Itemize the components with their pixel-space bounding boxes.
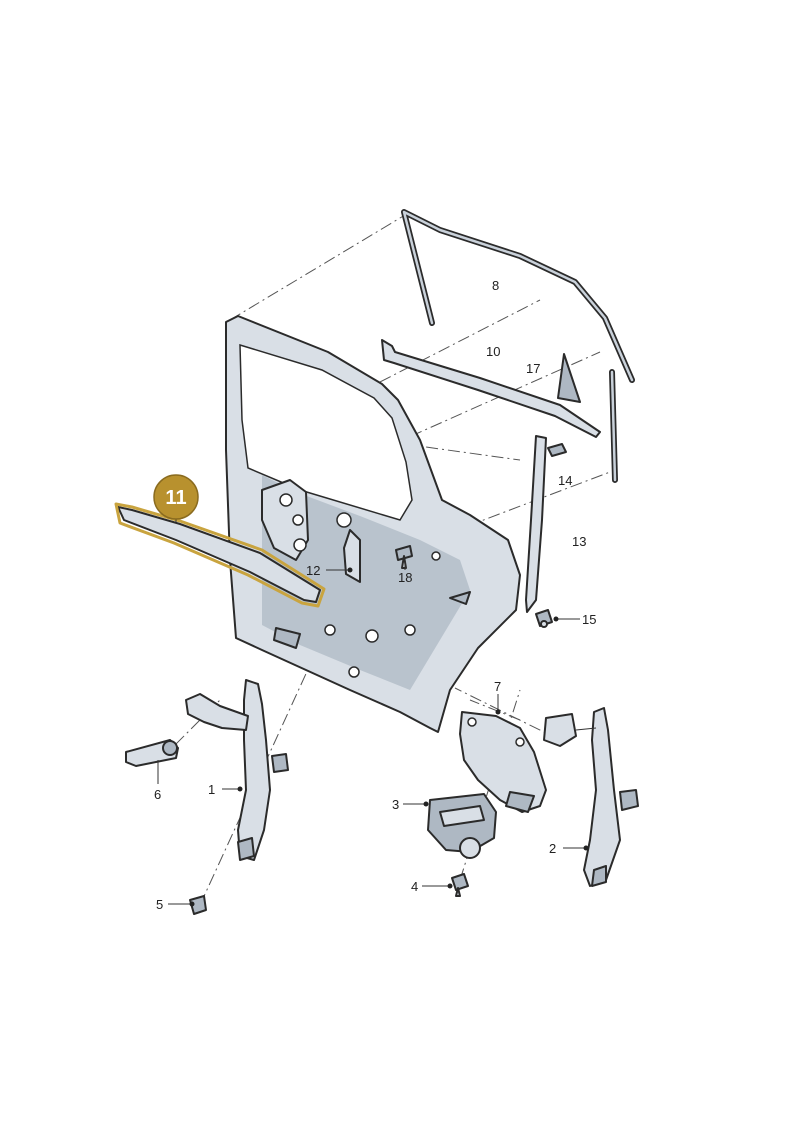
screw-5 bbox=[189, 895, 207, 915]
callout-6: 6 bbox=[154, 787, 161, 802]
callout-2: 2 bbox=[549, 841, 556, 856]
highlight-badge: 11 bbox=[153, 474, 199, 520]
highlight-badge-label: 11 bbox=[165, 487, 186, 509]
callout-labels: 1 2 3 4 5 6 7 8 10 12 13 14 15 17 18 bbox=[154, 278, 596, 912]
window-motor-3 bbox=[427, 793, 497, 859]
callout-8: 8 bbox=[492, 278, 499, 293]
callout-17: 17 bbox=[526, 361, 540, 376]
callout-13: 13 bbox=[572, 534, 586, 549]
callout-15: 15 bbox=[582, 612, 596, 627]
callout-10: 10 bbox=[486, 344, 500, 359]
screw-4 bbox=[451, 873, 469, 897]
regulator-housing-7 bbox=[459, 711, 547, 813]
callout-14: 14 bbox=[558, 473, 572, 488]
callout-4: 4 bbox=[411, 879, 418, 894]
seal-strip-11 bbox=[114, 502, 326, 608]
window-regulator-rail-1 bbox=[185, 679, 289, 861]
screw-18 bbox=[395, 545, 413, 569]
outer-window-strip bbox=[381, 339, 601, 438]
callout-12: 12 bbox=[306, 563, 320, 578]
leader-lines bbox=[168, 514, 589, 907]
callout-5: 5 bbox=[156, 897, 163, 912]
highlight-badge-circle bbox=[153, 474, 199, 520]
crank-handle-6 bbox=[125, 739, 179, 784]
callout-3: 3 bbox=[392, 797, 399, 812]
callout-1: 1 bbox=[208, 782, 215, 797]
callout-7: 7 bbox=[494, 679, 501, 694]
vertical-trim-strip bbox=[525, 435, 567, 613]
bolt-15 bbox=[535, 609, 553, 628]
triangle-trim bbox=[557, 353, 581, 403]
window-regulator-rail-2 bbox=[543, 707, 639, 887]
door-shell bbox=[225, 315, 521, 733]
callout-18: 18 bbox=[398, 570, 412, 585]
window-frame-channel bbox=[401, 209, 635, 483]
